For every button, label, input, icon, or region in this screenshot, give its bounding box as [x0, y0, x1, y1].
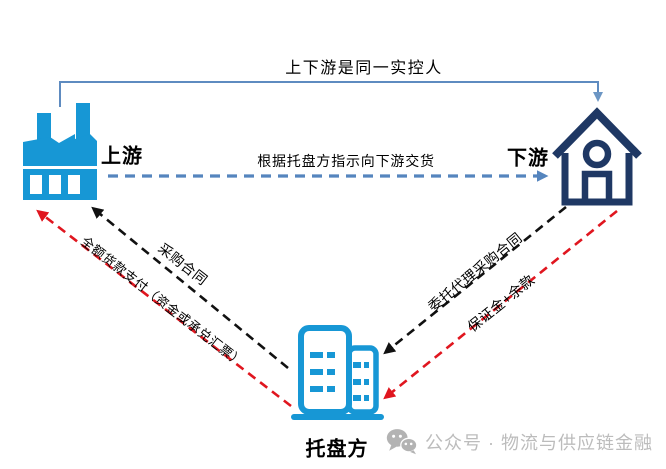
downstream-label: 下游 — [507, 147, 549, 170]
wechat-icon — [386, 429, 418, 455]
purchase-contract-arrow — [91, 206, 289, 370]
watermark: 公众号 · 物流与供应链金融 — [386, 428, 653, 455]
factory-icon — [23, 103, 97, 200]
same-controller-connector — [59, 81, 603, 107]
upstream-label: 上游 — [101, 145, 143, 168]
same-controller-label: 上下游是同一实控人 — [285, 60, 443, 77]
building-icon — [291, 325, 384, 420]
deposit-balance-arrow — [383, 209, 618, 400]
agency-contract-arrow — [383, 205, 567, 355]
trustee-label: 托盘方 — [305, 438, 369, 461]
watermark-text: 公众号 · 物流与供应链金融 — [425, 432, 653, 453]
full-payment-arrow — [36, 209, 292, 408]
house-icon — [552, 107, 642, 206]
delivery-label: 根据托盘方指示向下游交货 — [257, 153, 435, 169]
